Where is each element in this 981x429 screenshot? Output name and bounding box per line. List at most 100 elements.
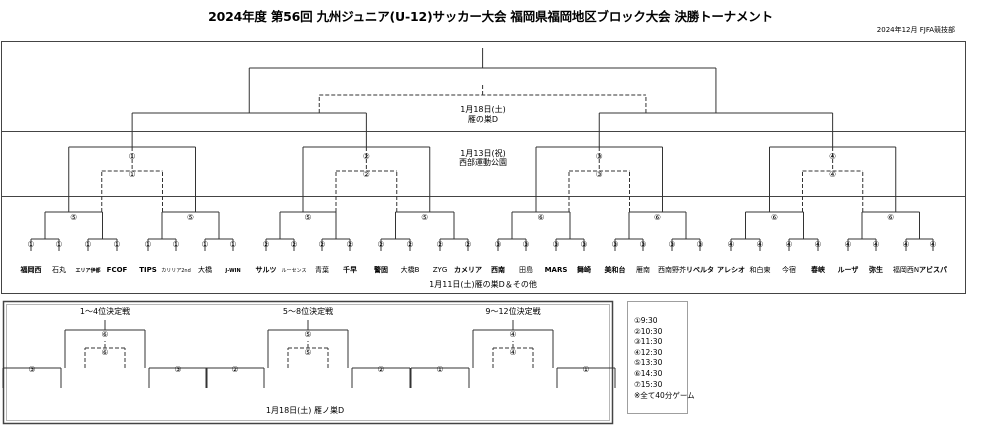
team-name: カメリア	[454, 266, 482, 274]
round1-match-label: ③	[580, 240, 587, 249]
round1-match-label: ②	[377, 240, 384, 249]
page-title: 2024年度 第56回 九州ジュニア(U-12)サッカー大会 福岡県福岡地区ブロ…	[208, 9, 773, 24]
team-name: ZYG	[433, 266, 448, 274]
team-name: 西南野芥	[658, 265, 686, 274]
round1-match-label: ②	[318, 240, 325, 249]
round1-match-label: ④	[872, 240, 879, 249]
final-place-label: 雁の巣D	[468, 114, 498, 124]
round2-match-label: ⑤	[304, 213, 311, 222]
round1-match-label: ③	[668, 240, 675, 249]
team-name: ルーセンス	[282, 268, 307, 274]
round2-match-label: ⑤	[421, 213, 428, 222]
round2-match-label: ⑥	[654, 213, 661, 222]
placement-top-label: ⑥	[101, 330, 108, 339]
legend-item: ④12:30	[634, 347, 663, 357]
team-name: ルーザ	[838, 265, 859, 274]
team-name: 西南	[491, 265, 505, 274]
round1-match-label: ③	[639, 240, 646, 249]
placement-title: 9～12位決定戦	[485, 306, 540, 316]
placement-top-label: ④	[509, 330, 516, 339]
round1-match-label: ②	[346, 240, 353, 249]
quarter-match-label: ④	[829, 152, 836, 161]
round1-match-label: ①	[113, 240, 120, 249]
legend-frame	[627, 301, 688, 414]
round2-date-label: 1月13日(祝)	[460, 148, 506, 158]
final-date-label: 1月18日(土)	[460, 104, 506, 114]
team-name: 大橋	[198, 265, 212, 274]
round1-match-label: ②	[290, 240, 297, 249]
round1-match-label: ④	[814, 240, 821, 249]
team-name: アビスパ	[919, 265, 947, 274]
team-name: 美和台	[605, 265, 626, 274]
team-name: FCOF	[107, 266, 128, 274]
legend-item: ⑤13:30	[634, 358, 663, 368]
team-name: J-WIN	[224, 268, 240, 274]
round2-match-label: ⑤	[187, 213, 194, 222]
team-name: 警固	[374, 265, 388, 274]
round1-match-label: ②	[436, 240, 443, 249]
placement-right-label: ②	[377, 365, 384, 374]
placement-cross-label: ⑤	[304, 348, 311, 357]
quarter-match-label: ②	[363, 170, 370, 179]
date-org-label: 2024年12月 FJFA競技部	[876, 26, 955, 34]
legend-item: ③11:30	[634, 337, 663, 347]
quarter-match-label: ①	[129, 152, 136, 161]
round1-match-label: ④	[756, 240, 763, 249]
legend-note: ※全て40分ゲーム	[634, 391, 695, 401]
placement-right-label: ①	[582, 365, 589, 374]
legend-item: ②10:30	[634, 326, 663, 336]
round2-match-label: ⑤	[70, 213, 77, 222]
team-name: 大橋B	[401, 265, 420, 274]
round1-match-label: ③	[552, 240, 559, 249]
team-name: カリリア2nd	[161, 268, 191, 274]
placement-title: 5～8位決定戦	[283, 306, 333, 316]
round1-match-label: ①	[172, 240, 179, 249]
round1-match-label: ④	[785, 240, 792, 249]
legend-item: ⑦15:30	[634, 379, 663, 389]
placement-cross-label: ④	[509, 348, 516, 357]
bracket-lines	[30, 48, 934, 251]
placement-left-label: ①	[436, 365, 443, 374]
round2-place-label: 西部運動公園	[459, 157, 507, 167]
team-name: 石丸	[52, 265, 66, 274]
team-name: サルツ	[256, 266, 277, 274]
team-name: 舞崎	[577, 265, 591, 274]
quarter-match-label: ①	[129, 170, 136, 179]
round1-match-label: ④	[727, 240, 734, 249]
placement-top-label: ⑤	[304, 330, 311, 339]
round2-match-label: ⑥	[887, 213, 894, 222]
round1-match-label: ③	[696, 240, 703, 249]
round2-match-label: ⑥	[537, 213, 544, 222]
team-name: 福岡西N	[893, 265, 919, 274]
round1-match-label: ④	[929, 240, 936, 249]
round1-match-label: ①	[84, 240, 91, 249]
round1-match-label: ①	[144, 240, 151, 249]
team-name: エリア伊都	[75, 267, 100, 274]
placement-frame	[2, 300, 614, 425]
team-name: 今宿	[782, 265, 796, 274]
round1-match-label: ④	[844, 240, 851, 249]
placement-venue-label: 1月18日(土) 雁ノ巣D	[266, 405, 344, 415]
team-name: 和白東	[750, 265, 771, 274]
team-name: 千早	[343, 265, 357, 274]
team-name: MARS	[545, 266, 568, 274]
quarter-match-label: ④	[829, 170, 836, 179]
placement-title: 1～4位決定戦	[80, 306, 130, 316]
quarter-match-label: ③	[596, 170, 603, 179]
team-name: 雁南	[636, 265, 650, 274]
team-name: 福岡西	[20, 265, 42, 274]
quarter-match-label: ②	[363, 152, 370, 161]
legend-item: ①9:30	[634, 316, 658, 325]
round1-match-label: ④	[902, 240, 909, 249]
round1-match-label: ③	[494, 240, 501, 249]
round1-match-label: ③	[522, 240, 529, 249]
round1-match-label: ①	[55, 240, 62, 249]
placement-left-label: ②	[231, 365, 238, 374]
legend-item: ⑥14:30	[634, 369, 663, 378]
round1-match-label: ①	[201, 240, 208, 249]
placement-right-label: ③	[174, 365, 181, 374]
team-name: 弥生	[869, 265, 883, 274]
